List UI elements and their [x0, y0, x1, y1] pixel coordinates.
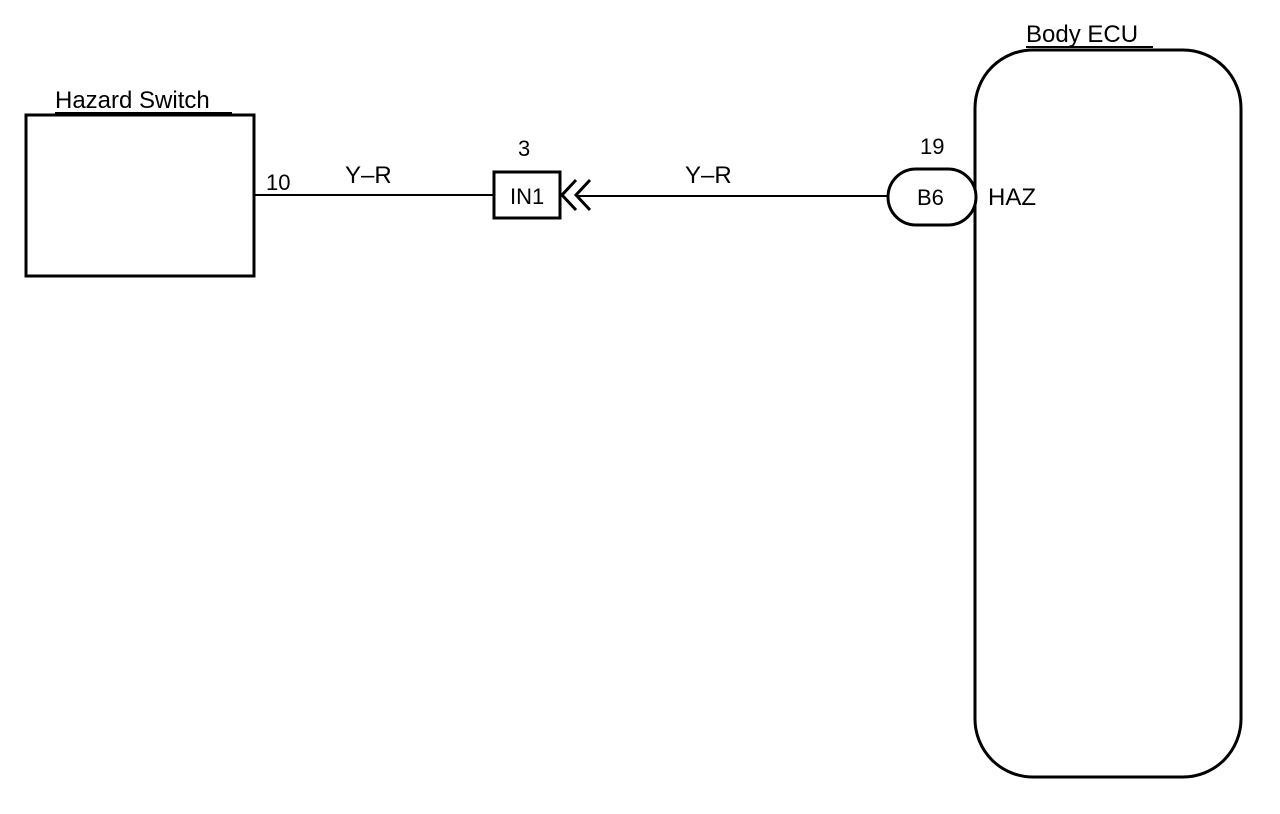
body-ecu-pin: 19 [920, 134, 944, 159]
body-ecu-terminal: HAZ [988, 184, 1036, 211]
junction-pin: 3 [518, 136, 530, 161]
junction-code: IN1 [510, 184, 544, 209]
hazard-switch-label: Hazard Switch [55, 87, 210, 114]
body-ecu-box [973, 48, 1243, 779]
connector-chevron-icon [573, 178, 592, 212]
connector-b6-label: B6 [917, 185, 944, 210]
connector-chevron-icon [559, 178, 578, 212]
wire-right-color: Y–R [685, 162, 732, 189]
connector-b6-oval [886, 167, 978, 227]
wire-left-color: Y–R [345, 162, 392, 189]
hazard-switch-pin: 10 [266, 170, 290, 195]
body-ecu-label: Body ECU [1026, 21, 1138, 48]
hazard-switch-box [24, 113, 256, 278]
